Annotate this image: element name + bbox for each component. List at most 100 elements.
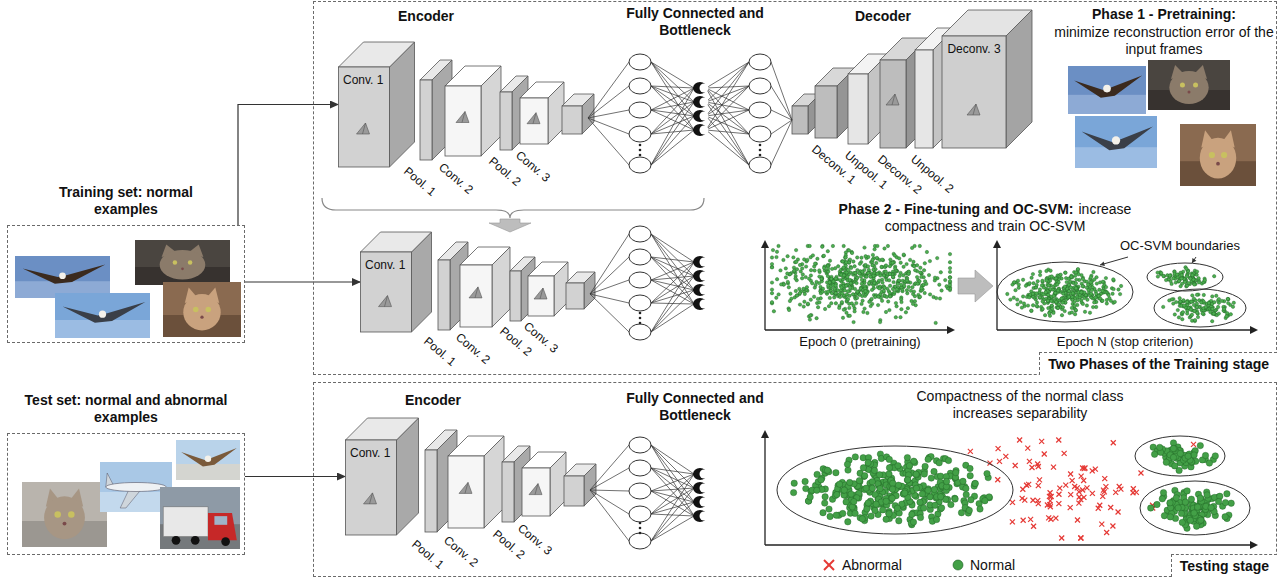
- normal-point: [923, 262, 926, 265]
- normal-point: [1225, 315, 1228, 318]
- normal-point: [812, 295, 815, 298]
- fc-link: [706, 116, 749, 134]
- fc-link: [590, 445, 629, 490]
- ellipsis-dot: [639, 527, 642, 530]
- neuron: [749, 78, 771, 94]
- normal-point: [1061, 306, 1064, 309]
- bird: [63, 302, 146, 323]
- layer-top: [522, 452, 566, 468]
- normal-point: [809, 269, 812, 272]
- normal-point: [913, 265, 916, 268]
- normal-point: [849, 282, 852, 285]
- x-stroke: [1048, 517, 1053, 522]
- normal-point: [1093, 278, 1096, 281]
- normal-point: [1035, 283, 1038, 286]
- x-stroke: [1056, 501, 1061, 506]
- fc-link: [706, 102, 749, 110]
- normal-point: [1006, 292, 1009, 295]
- normal-point: [1031, 292, 1034, 295]
- normal-point: [846, 268, 849, 271]
- normal-point: [832, 280, 835, 283]
- normal-point: [863, 307, 866, 310]
- normal-point: [1203, 279, 1206, 282]
- abnormal-point: [1078, 536, 1083, 541]
- normal-point: [1087, 288, 1090, 291]
- normal-point: [843, 289, 846, 292]
- ellipsis-dot: [639, 532, 642, 535]
- abnormal-point: [1075, 485, 1080, 490]
- normal-point: [1177, 279, 1180, 282]
- x-stroke: [1113, 490, 1118, 495]
- normal-point: [870, 288, 873, 291]
- normal-point: [1204, 305, 1207, 308]
- x-stroke: [1079, 474, 1084, 479]
- x-stroke: [1059, 536, 1064, 541]
- x-stroke: [1113, 490, 1118, 495]
- x-stroke: [1025, 446, 1030, 451]
- normal-point: [928, 259, 931, 262]
- normal-point: [880, 265, 883, 268]
- x-stroke: [1056, 492, 1061, 497]
- normal-point: [1062, 292, 1065, 295]
- layer-front: [566, 283, 584, 309]
- fc-link: [651, 276, 694, 332]
- photo: [22, 482, 107, 547]
- normal-point: [1066, 296, 1069, 299]
- normal-point: [864, 255, 867, 258]
- normal-point: [1178, 297, 1181, 300]
- normal-point: [1195, 273, 1198, 276]
- x-stroke: [1068, 492, 1073, 497]
- abnormal-point: [1026, 482, 1031, 487]
- x-stroke: [1036, 483, 1041, 488]
- x-stroke: [1017, 438, 1022, 443]
- normal-point: [795, 294, 798, 297]
- normal-point: [1065, 280, 1068, 283]
- layer-top: [445, 66, 501, 86]
- normal-point: [784, 276, 787, 279]
- normal-point: [1016, 298, 1019, 301]
- normal-point: [864, 290, 867, 293]
- ellipsis-dot: [639, 149, 642, 152]
- normal-point: [1185, 267, 1188, 270]
- normal-point: [770, 288, 773, 291]
- normal-point: [1047, 283, 1050, 286]
- normal-point: [858, 293, 861, 296]
- layer-front: [445, 86, 481, 156]
- ellipsis-dot: [639, 144, 642, 147]
- axis-head: [1250, 326, 1258, 334]
- bottleneck-highlight: [700, 470, 709, 479]
- bird: [1074, 76, 1142, 98]
- x-stroke: [1104, 530, 1109, 535]
- photo: [55, 293, 150, 338]
- normal-point: [1048, 312, 1051, 315]
- normal-point: [1196, 312, 1199, 315]
- abnormal-point: [1077, 494, 1082, 499]
- normal-point: [1067, 289, 1070, 292]
- normal-point: [1055, 300, 1058, 303]
- x-stroke: [1191, 442, 1196, 447]
- photo-ground: [55, 320, 150, 338]
- normal-point: [809, 298, 812, 301]
- abnormal-point: [1027, 459, 1032, 464]
- normal-point: [948, 283, 951, 286]
- x-stroke: [1075, 485, 1080, 490]
- svm-boundary: [1154, 289, 1246, 327]
- fc-link: [706, 62, 749, 130]
- cat-head: [44, 496, 85, 539]
- neuron: [629, 126, 651, 142]
- x-stroke: [1037, 477, 1042, 482]
- normal-point: [802, 287, 805, 290]
- normal-point: [805, 286, 808, 289]
- ellipsis-dot: [639, 312, 642, 315]
- layer-top: [438, 242, 468, 260]
- bottleneck-highlight: [700, 98, 709, 107]
- normal-point: [844, 256, 847, 259]
- normal-point: [882, 274, 885, 277]
- x-stroke: [1096, 506, 1101, 511]
- normal-point: [1051, 307, 1054, 310]
- x-stroke: [1037, 477, 1042, 482]
- x-stroke: [1090, 491, 1095, 496]
- x-stroke: [1057, 486, 1062, 491]
- normal-point: [868, 300, 871, 303]
